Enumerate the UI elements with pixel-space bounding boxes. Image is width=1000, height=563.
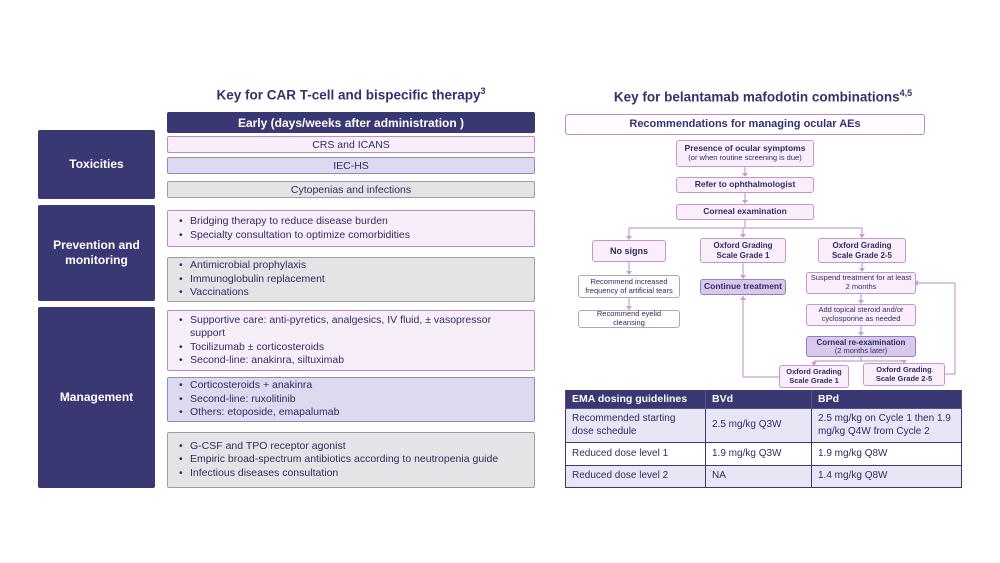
table-cell-bvd: 1.9 mg/kg Q3W [705,442,812,467]
left-panel-title-text: Key for CAR T-cell and bispecific therap… [216,87,481,103]
flow-topical-steroid: Add topical steroid and/or cyclosporine … [806,304,916,326]
table-header-bpd: BPd [811,389,962,410]
table-cell-bpd: 1.9 mg/kg Q8W [811,442,962,467]
table-cell-row-label: Reduced dose level 1 [565,442,706,467]
table-cell-bvd: 2.5 mg/kg Q3W [705,408,812,444]
bullet-item: Corticosteroids + anakinra [174,379,526,393]
management-infection-box: G-CSF and TPO receptor agonist Empiric b… [167,432,535,488]
flow-refer-ophthalmologist: Refer to ophthalmologist [676,177,814,193]
flow-suspend-treatment: Suspend treatment for at least 2 months [806,272,916,294]
bullet-item: Infectious diseases consultation [174,467,526,481]
flow-presence-title: Presence of ocular symptoms [684,143,806,154]
table-row: Reduced dose level 2 NA 1.4 mg/kg Q8W [565,465,962,489]
flow-corneal-examination: Corneal examination [676,204,814,220]
left-column-header: Early (days/weeks after administration ) [167,112,535,133]
row-label-management: Management [38,307,155,488]
right-panel-title-text: Key for belantamab mafodotin combination… [613,89,900,105]
prevention-infection-box: Antimicrobial prophylaxis Immunoglobulin… [167,257,535,302]
table-cell-bpd: 2.5 mg/kg on Cycle 1 then 1.9 mg/kg Q4W … [811,408,962,444]
flow-corneal-reexamination: Corneal re-examination (2 months later) [806,336,916,357]
bullet-item: Second-line: anakinra, siltuximab [174,354,526,368]
flow-grade-1: Oxford Grading Scale Grade 1 [700,238,786,263]
table-row: Recommended starting dose schedule 2.5 m… [565,408,962,444]
bullet-item: Second-line: ruxolitinib [174,393,526,407]
ema-dosing-table: EMA dosing guidelines BVd BPd Recommende… [565,389,962,489]
management-crs-box: Supportive care: anti-pyretics, analgesi… [167,310,535,371]
right-panel-title-reference: 4,5 [899,88,913,98]
bullet-item: Tocilizumab ± corticosteroids [174,341,526,355]
bullet-item: Others: etoposide, emapalumab [174,406,526,420]
flow-reexam-subtitle: (2 months later) [834,345,888,355]
flow-grade-2-5: Oxford Grading Scale Grade 2-5 [818,238,906,263]
table-header-bvd: BVd [705,389,812,410]
bullet-item: G-CSF and TPO receptor agonist [174,440,526,454]
row-label-toxicities: Toxicities [38,130,155,199]
table-cell-bvd: NA [705,465,812,489]
toxicity-crs-icans: CRS and ICANS [167,136,535,153]
bullet-item: Supportive care: anti-pyretics, analgesi… [174,314,526,341]
toxicity-iec-hs: IEC-HS [167,157,535,174]
toxicity-cytopenias-infections: Cytopenias and infections [167,181,535,198]
right-panel-title: Key for belantamab mafodotin combination… [567,88,959,105]
management-iechs-box: Corticosteroids + anakinra Second-line: … [167,377,535,422]
flowchart-header: Recommendations for managing ocular AEs [565,114,925,135]
table-cell-row-label: Reduced dose level 2 [565,465,706,489]
flow-bottom-grade-1: Oxford Grading Scale Grade 1 [779,365,849,388]
left-panel-title-reference: 3 [480,86,486,96]
table-header-ema: EMA dosing guidelines [565,389,706,410]
bullet-item: Immunoglobulin replacement [174,273,526,287]
table-cell-bpd: 1.4 mg/kg Q8W [811,465,962,489]
flow-presence-subtitle: (or when routine screening is due) [688,153,802,163]
flow-reexam-title: Corneal re-examination [816,337,906,347]
table-row: Reduced dose level 1 1.9 mg/kg Q3W 1.9 m… [565,442,962,467]
bullet-item: Specialty consultation to optimize comor… [174,229,526,243]
flow-bottom-grade-2-5: Oxford Grading Scale Grade 2-5 [863,363,945,386]
flow-no-signs: No signs [592,240,666,262]
table-cell-row-label: Recommended starting dose schedule [565,408,706,444]
bullet-item: Empiric broad-spectrum antibiotics accor… [174,453,526,467]
bullet-item: Antimicrobial prophylaxis [174,259,526,273]
flow-continue-treatment: Continue treatment [700,279,786,295]
left-panel-title: Key for CAR T-cell and bispecific therap… [167,86,535,103]
flow-eyelid-cleansing: Recommend eyelid cleansing [578,310,680,328]
bullet-item: Bridging therapy to reduce disease burde… [174,215,526,229]
row-label-prevention-monitoring: Prevention and monitoring [38,205,155,301]
flowchart-connectors [626,167,956,378]
flow-artificial-tears: Recommend increased frequency of artific… [578,275,680,298]
flow-presence-of-symptoms: Presence of ocular symptoms (or when rou… [676,140,814,167]
bullet-item: Vaccinations [174,286,526,300]
prevention-crs-box: Bridging therapy to reduce disease burde… [167,210,535,247]
